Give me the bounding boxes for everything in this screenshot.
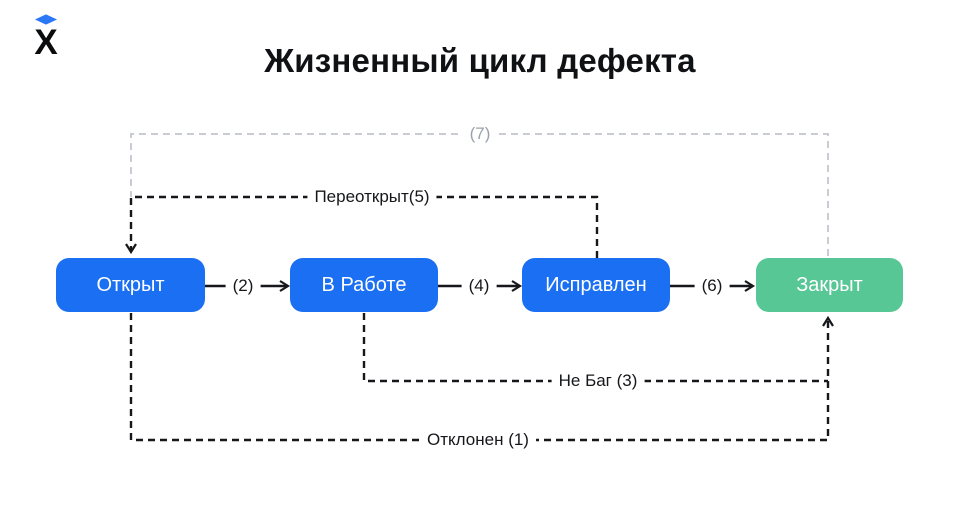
- transition-line-1: [129, 313, 834, 442]
- logo-x-letter: X: [34, 23, 58, 58]
- page-title: Жизненный цикл дефекта: [264, 42, 696, 79]
- node-in-progress-label: В Работе: [321, 273, 407, 296]
- node-closed: Закрыт: [756, 258, 903, 312]
- logo-diamond-icon: [29, 11, 63, 28]
- node-closed-label: Закрыт: [796, 273, 863, 296]
- node-in-progress: В Работе: [290, 258, 438, 312]
- transition-label-2: (2): [225, 276, 261, 296]
- node-open: Открыт: [56, 258, 205, 312]
- transition-label-3: Не Баг (3): [551, 371, 645, 391]
- node-fixed: Исправлен: [522, 258, 670, 312]
- transition-line-7: [130, 133, 829, 256]
- transition-label-5: Переоткрыт(5): [307, 187, 437, 207]
- transition-label-1: Отклонен (1): [420, 430, 536, 450]
- transition-label-4: (4): [461, 276, 497, 296]
- node-open-label: Открыт: [96, 273, 165, 296]
- transition-line-3: [362, 313, 828, 383]
- node-fixed-label: Исправлен: [545, 273, 647, 296]
- transition-label-7: (7): [462, 124, 498, 144]
- transition-label-6: (6): [694, 276, 730, 296]
- practicum-x-logo: X: [29, 11, 63, 58]
